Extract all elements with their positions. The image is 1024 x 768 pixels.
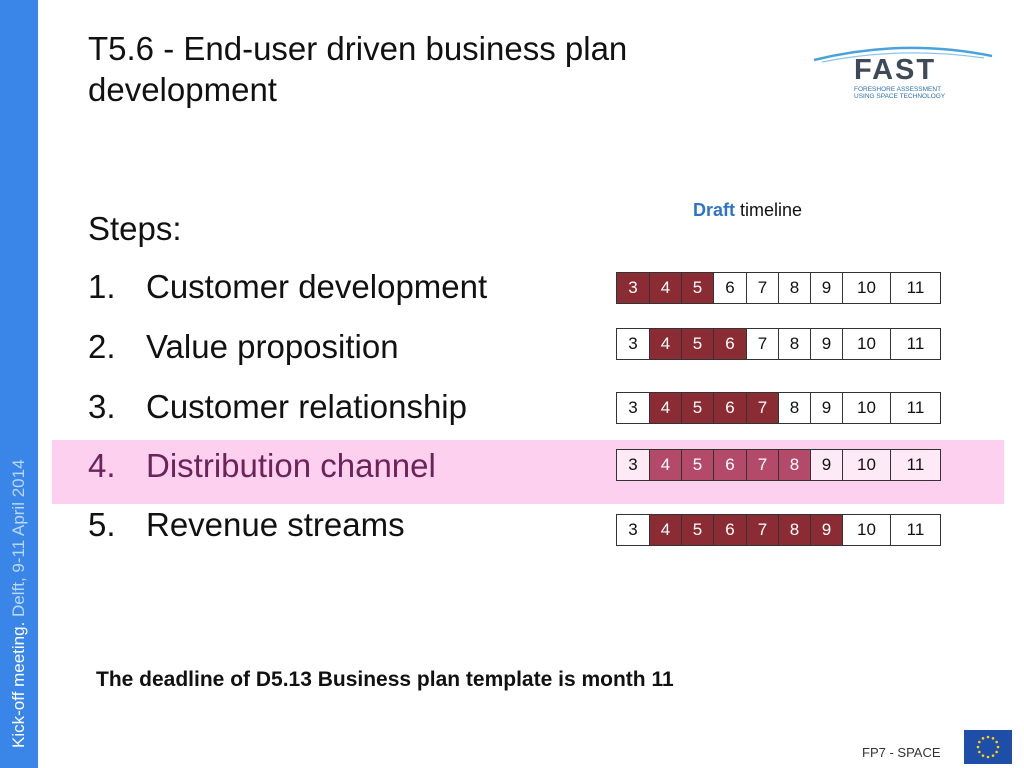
timeline-month-cell: 4 — [649, 514, 682, 546]
timeline-month-cell: 8 — [778, 328, 811, 360]
timeline-month-cell: 10 — [842, 514, 891, 546]
flag-star — [991, 754, 995, 757]
step-label: Value proposition — [146, 328, 399, 365]
timeline-month-cell: 11 — [890, 328, 941, 360]
timeline-month-cell: 10 — [842, 328, 891, 360]
timeline-month-cell: 5 — [681, 449, 714, 481]
timeline-month-cell: 10 — [842, 272, 891, 304]
eu-flag-icon — [964, 730, 1012, 764]
timeline-month-cell: 5 — [681, 514, 714, 546]
timeline-month-cell: 7 — [746, 449, 779, 481]
step-number: 1. — [88, 268, 116, 305]
timeline-month-cell: 5 — [681, 328, 714, 360]
sidebar-event-label: Kick-off meeting. Delft, 9-11 April 2014 — [9, 459, 28, 748]
timeline-month-cell: 10 — [842, 449, 891, 481]
step-number: 2. — [88, 328, 116, 365]
timeline-month-cell: 6 — [713, 272, 747, 304]
timeline-month-cell: 8 — [778, 392, 811, 424]
timeline-label: timeline — [735, 200, 803, 220]
timeline-month-cell: 7 — [746, 514, 779, 546]
timeline-month-cell: 5 — [681, 272, 714, 304]
timeline-month-cell: 6 — [713, 449, 747, 481]
flag-star — [981, 737, 985, 740]
flag-star — [986, 735, 990, 739]
flag-star — [995, 750, 998, 754]
timeline-caption: Draft timeline — [693, 200, 802, 221]
logo-subtitle-line1: FORESHORE ASSESSMENT — [854, 86, 942, 93]
timeline-month-cell: 4 — [649, 272, 682, 304]
footer-label: FP7 - SPACE — [862, 745, 941, 760]
flag-star — [995, 740, 998, 744]
step-label: Customer development — [146, 268, 488, 305]
timeline-month-cell: 3 — [616, 449, 650, 481]
timeline-month-cell: 11 — [890, 514, 941, 546]
timeline-month-cell: 9 — [810, 392, 843, 424]
step-number: 5. — [88, 506, 116, 543]
timeline-month-cell: 3 — [616, 514, 650, 546]
step-item: 1. Customer development — [88, 268, 487, 306]
step-label: Customer relationship — [146, 388, 467, 425]
sidebar: Kick-off meeting. Delft, 9-11 April 2014 — [0, 0, 38, 768]
timeline-month-cell: 7 — [746, 392, 779, 424]
deadline-note: The deadline of D5.13 Business plan temp… — [96, 668, 674, 691]
timeline-month-cell: 11 — [890, 392, 941, 424]
timeline-month-cell: 9 — [810, 514, 843, 546]
timeline-month-cell: 8 — [778, 449, 811, 481]
flag-star — [986, 755, 990, 759]
timeline-month-cell: 7 — [746, 328, 779, 360]
timeline-month-cell: 9 — [810, 449, 843, 481]
flag-star — [978, 750, 981, 754]
fast-logo: FAST FORESHORE ASSESSMENT USING SPACE TE… — [812, 42, 994, 104]
timeline-month-cell: 3 — [616, 392, 650, 424]
flag-star — [978, 740, 981, 744]
timeline-month-cell: 6 — [713, 328, 747, 360]
step-label: Distribution channel — [146, 447, 436, 484]
logo-swoosh-icon — [813, 46, 993, 63]
timeline-month-cell: 4 — [649, 449, 682, 481]
timeline-month-cell: 8 — [778, 514, 811, 546]
step-number: 4. — [88, 447, 116, 484]
steps-heading: Steps: — [88, 210, 182, 247]
timeline-month-cell: 9 — [810, 328, 843, 360]
flag-star — [981, 754, 985, 757]
timeline-month-cell: 6 — [713, 514, 747, 546]
timeline-month-cell: 4 — [649, 328, 682, 360]
timeline-month-cell: 8 — [778, 272, 811, 304]
step-item: 3. Customer relationship — [88, 388, 467, 426]
draft-label: Draft — [693, 200, 736, 220]
step-number: 3. — [88, 388, 116, 425]
timeline-month-cell: 10 — [842, 392, 891, 424]
timeline-month-cell: 6 — [713, 392, 747, 424]
flag-star — [976, 745, 980, 749]
timeline-month-cell: 7 — [746, 272, 779, 304]
logo-word: FAST — [854, 54, 937, 86]
logo-subtitle-line2: USING SPACE TECHNOLOGY — [854, 93, 946, 100]
step-item: 2. Value proposition — [88, 328, 399, 366]
step-item: 4. Distribution channel — [88, 447, 436, 485]
flag-star — [996, 745, 1000, 749]
flag-star — [991, 737, 995, 740]
timeline-month-cell: 4 — [649, 392, 682, 424]
slide-title: T5.6 - End-user driven business plan dev… — [88, 30, 628, 108]
timeline-month-cell: 9 — [810, 272, 843, 304]
step-label: Revenue streams — [146, 506, 405, 543]
timeline-month-cell: 3 — [616, 272, 650, 304]
timeline-month-cell: 3 — [616, 328, 650, 360]
timeline-month-cell: 11 — [890, 272, 941, 304]
step-item: 5. Revenue streams — [88, 506, 405, 544]
timeline-month-cell: 11 — [890, 449, 941, 481]
timeline-month-cell: 5 — [681, 392, 714, 424]
